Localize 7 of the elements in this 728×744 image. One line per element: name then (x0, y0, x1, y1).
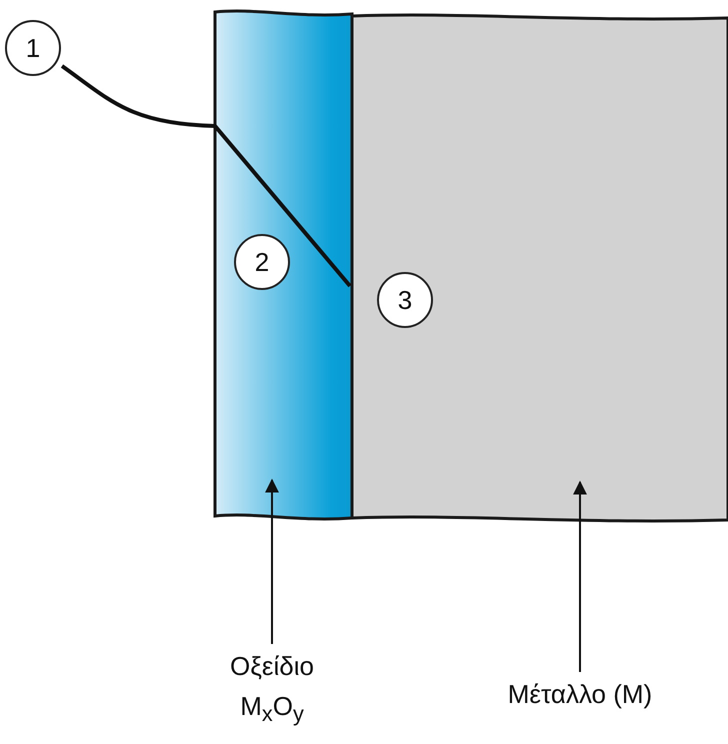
material-label: Οξείδιο M$_{x}$O$_{y}$ (207, 646, 337, 734)
arrow (573, 480, 587, 672)
oxide-layer (215, 8, 352, 522)
material-label: Μέταλλο (M) (460, 674, 700, 714)
arrow (265, 478, 279, 644)
callout-number: 1 (5, 20, 61, 76)
metal-block (352, 12, 728, 524)
